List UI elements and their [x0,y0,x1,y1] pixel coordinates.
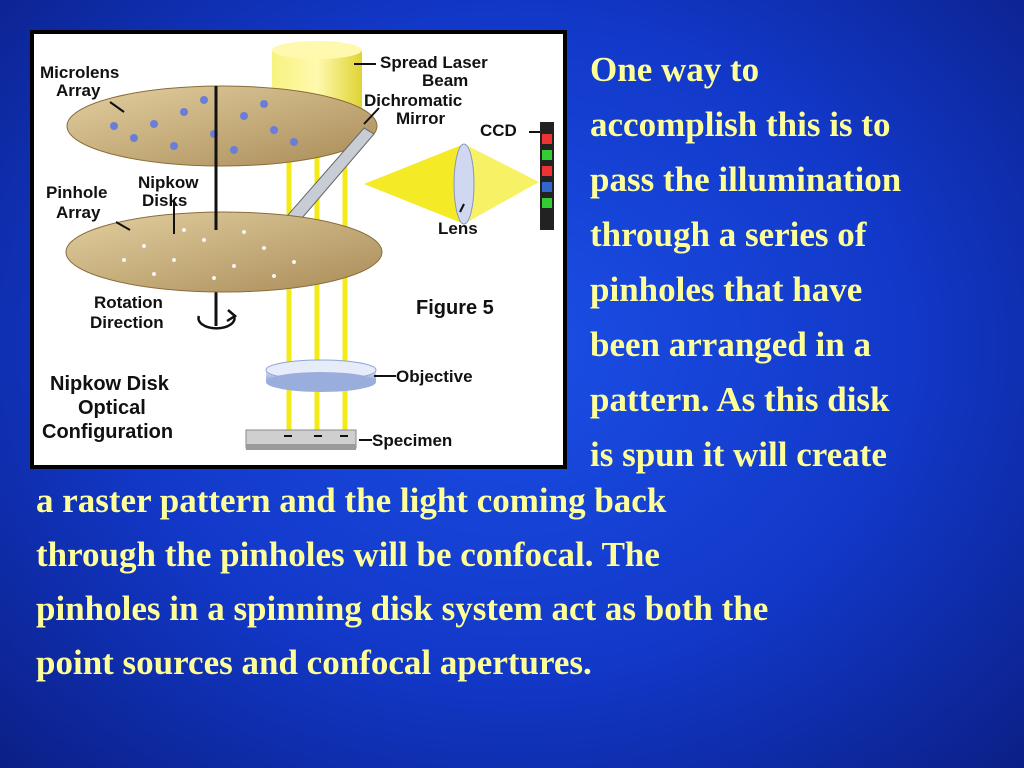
svg-text:Disks: Disks [142,191,187,210]
rotation-arrow-icon [197,309,238,330]
label-pinhole-array: Pinhole Array [46,183,107,222]
label-objective: Objective [396,367,473,386]
label-specimen: Specimen [372,431,452,450]
microlens-disk [66,85,378,167]
label-nipkow-disks: Nipkow Disks [138,173,199,210]
svg-text:Microlens: Microlens [40,63,119,82]
specimen-slide [245,429,357,450]
ccd-detector [540,122,554,230]
svg-text:Beam: Beam [422,71,468,90]
figure-number: Figure 5 [416,297,494,319]
svg-text:Nipkow: Nipkow [138,173,199,192]
svg-text:Array: Array [56,203,101,222]
label-config-title: Nipkow Disk Optical Configuration [42,373,173,443]
return-beam [364,143,539,225]
svg-text:Configuration: Configuration [42,421,173,443]
svg-text:Mirror: Mirror [396,109,446,128]
objective-lens [265,359,377,392]
label-microlens-array: Microlens Array [40,63,119,100]
svg-text:Array: Array [56,81,101,100]
svg-text:Pinhole: Pinhole [46,183,107,202]
svg-text:Spread Laser: Spread Laser [380,53,488,72]
nipkow-disk-figure: Microlens Array Spread Laser Beam Dichro… [30,30,567,469]
pinhole-disk [65,211,383,293]
svg-text:Dichromatic: Dichromatic [364,91,462,110]
label-dichromatic-mirror: Dichromatic Mirror [364,91,462,128]
bottom-paragraph: a raster pattern and the light coming ba… [36,481,769,682]
svg-text:Nipkow Disk: Nipkow Disk [50,373,170,395]
label-lens: Lens [438,219,478,238]
svg-text:Rotation: Rotation [94,293,163,312]
svg-text:Optical: Optical [78,397,146,419]
nipkow-diagram: Microlens Array Spread Laser Beam Dichro… [40,41,554,450]
svg-text:Direction: Direction [90,313,164,332]
label-spread-laser-beam: Spread Laser Beam [380,53,488,90]
leader-lines [109,63,540,441]
label-ccd: CCD [480,121,517,140]
right-paragraph: One way to accomplish this is to pass th… [590,50,902,474]
label-rotation-direction: Rotation Direction [90,293,164,332]
